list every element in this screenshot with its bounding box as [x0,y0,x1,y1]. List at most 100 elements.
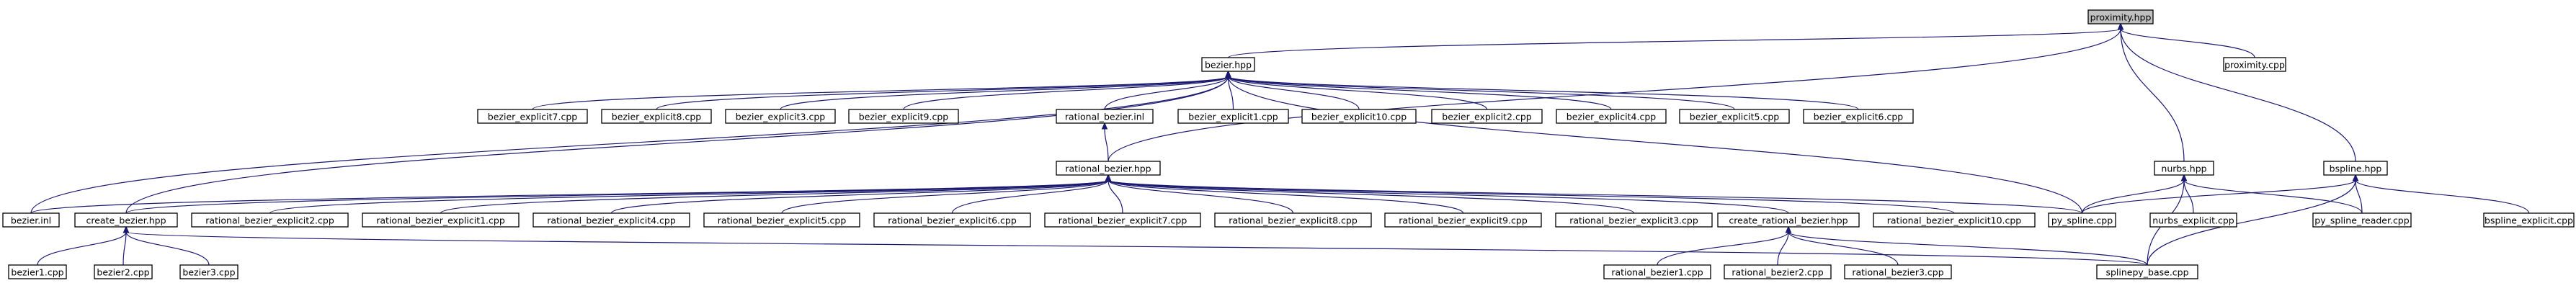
node-box [1873,212,2036,228]
node-rational-bezier-explicit8[interactable]: rational_bezier_explicit8.cpp [1214,212,1372,228]
node-box [725,109,836,124]
node-box [2312,212,2412,228]
node-box [1556,109,1667,124]
node-create-bezier-hpp[interactable]: create_bezier.hpp [74,212,178,228]
node-rational-bezier3-cpp[interactable]: rational_bezier3.cpp [1844,264,1952,279]
edge-create_rational_bezier_hpp-to-rational_bezier3_cpp [1785,225,1899,266]
node-rational-bezier-explicit5[interactable]: rational_bezier_explicit5.cpp [703,212,860,228]
node-box [1384,212,1542,228]
node-bezier-explicit6[interactable]: bezier_explicit6.cpp [1803,109,1914,124]
node-py-spline-cpp[interactable]: py_spline.cpp [2048,212,2116,228]
node-rational-bezier-explicit3[interactable]: rational_bezier_explicit3.cpp [1555,212,1713,228]
node-bezier-explicit4[interactable]: bezier_explicit4.cpp [1556,109,1667,124]
node-bspline-explicit-cpp[interactable]: bspline_explicit.cpp [2483,212,2575,228]
node-box [2483,212,2575,228]
node-box [1717,212,1860,228]
node-bezier-explicit5[interactable]: bezier_explicit5.cpp [1679,109,1790,124]
node-label: splinepy_base.cpp [2105,267,2188,278]
node-label: bezier_explicit3.cpp [736,112,825,122]
node-box [2096,264,2198,279]
node-create-rational-bezier-hpp[interactable]: create_rational_bezier.hpp [1717,212,1860,228]
edge-nurbs_hpp-to-py_spline_cpp [2081,174,2188,214]
edge-rational_bezier_inl-to-rational_bezier_hpp [1101,122,1109,162]
node-label: bezier_explicit4.cpp [1566,112,1656,122]
edge-bezier_hpp-to-bezier_explicit6 [1225,70,1859,110]
node-splinepy-base-cpp[interactable]: splinepy_base.cpp [2096,264,2198,279]
node-box [703,212,860,228]
edge-rational_bezier_hpp-to-rational_bezier_explicit5 [781,174,1112,214]
node-rational-bezier1-cpp[interactable]: rational_bezier1.cpp [1603,264,1711,279]
edge-create_bezier_hpp-to-bezier3_cpp [122,225,210,266]
edge-rational_bezier_hpp-to-rational_bezier_explicit1 [440,174,1112,214]
node-bspline-hpp[interactable]: bspline.hpp [2323,161,2388,176]
node-label: bezier_explicit10.cpp [1311,112,1407,122]
node-rational-bezier-explicit6[interactable]: rational_bezier_explicit6.cpp [873,212,1031,228]
node-label: bspline_explicit.cpp [2484,215,2573,226]
node-label: proximity.cpp [2224,60,2285,71]
node-label: rational_bezier3.cpp [1852,267,1943,278]
node-label: rational_bezier.hpp [1065,163,1151,174]
node-label: py_spline_reader.cpp [2314,215,2409,226]
node-proximity-hpp[interactable]: proximity.hpp [2087,9,2154,24]
node-rational-bezier-explicit4[interactable]: rational_bezier_explicit4.cpp [532,212,690,228]
node-bezier-explicit8[interactable]: bezier_explicit8.cpp [601,109,712,124]
edge-bspline_hpp-to-bspline_explicit_cpp [2352,174,2530,214]
edge-proximity_hpp-to-rational_bezier_hpp [1107,22,2124,162]
edge-nurbs_hpp-to-py_spline_reader_cpp [2180,174,2363,214]
node-box [848,109,959,124]
node-label: nurbs_explicit.cpp [2152,215,2234,226]
node-bezier-explicit3[interactable]: bezier_explicit3.cpp [725,109,836,124]
node-rational-bezier-inl[interactable]: rational_bezier.inl [1056,109,1154,124]
node-box [191,212,349,228]
node-label: bezier_explicit1.cpp [1188,112,1278,122]
edge-bezier_hpp-to-bezier_inl [30,70,1231,214]
node-bezier-explicit9[interactable]: bezier_explicit9.cpp [848,109,959,124]
node-box [601,109,712,124]
node-label: rational_bezier_explicit8.cpp [1229,215,1358,226]
node-nurbs-explicit-cpp[interactable]: nurbs_explicit.cpp [2149,212,2237,228]
node-label: rational_bezier_explicit9.cpp [1399,215,1528,226]
node-bezier-hpp[interactable]: bezier.hpp [1201,57,1255,72]
node-box [2323,161,2388,176]
node-box [2087,9,2154,24]
edge-bezier_hpp-to-rational_bezier_inl [1104,70,1231,110]
edges-layer [30,22,2530,266]
node-bezier-explicit2[interactable]: bezier_explicit2.cpp [1431,109,1543,124]
node-rational-bezier-hpp[interactable]: rational_bezier.hpp [1056,161,1161,176]
edge-bezier_hpp-to-bezier_explicit3 [780,70,1231,110]
node-bezier-inl[interactable]: bezier.inl [2,212,60,228]
node-proximity-cpp[interactable]: proximity.cpp [2223,57,2286,72]
node-rational-bezier-explicit1[interactable]: rational_bezier_explicit1.cpp [362,212,520,228]
edge-proximity_hpp-to-nurbs_hpp [2117,22,2185,162]
node-box [2223,57,2286,72]
node-label: rational_bezier_explicit7.cpp [1059,215,1187,226]
node-label: bezier3.cpp [182,267,235,278]
node-box [2154,161,2214,176]
node-box [1724,264,1832,279]
node-rational-bezier-explicit9[interactable]: rational_bezier_explicit9.cpp [1384,212,1542,228]
node-bezier-explicit10[interactable]: bezier_explicit10.cpp [1301,109,1417,124]
node-label: bezier.hpp [1205,60,1252,71]
node-bezier-explicit1[interactable]: bezier_explicit1.cpp [1177,109,1289,124]
node-box [1844,264,1952,279]
node-nurbs-hpp[interactable]: nurbs.hpp [2154,161,2214,176]
node-box [1177,109,1289,124]
node-box [179,264,239,279]
node-bezier3-cpp[interactable]: bezier3.cpp [179,264,239,279]
node-rational-bezier2-cpp[interactable]: rational_bezier2.cpp [1724,264,1832,279]
edge-bspline_hpp-to-py_spline_cpp [2081,174,2359,214]
node-bezier1-cpp[interactable]: bezier1.cpp [8,264,67,279]
node-box [362,212,520,228]
edge-create_bezier_hpp-to-splinepy_base_cpp [122,225,2148,266]
node-label: bezier_explicit5.cpp [1690,112,1779,122]
node-rational-bezier-explicit2[interactable]: rational_bezier_explicit2.cpp [191,212,349,228]
node-rational-bezier-explicit7[interactable]: rational_bezier_explicit7.cpp [1044,212,1201,228]
node-label: rational_bezier_explicit2.cpp [205,215,334,226]
node-bezier2-cpp[interactable]: bezier2.cpp [94,264,153,279]
edge-proximity_hpp-to-bezier_hpp [1227,22,2124,58]
node-rational-bezier-explicit10[interactable]: rational_bezier_explicit10.cpp [1873,212,2036,228]
node-bezier-explicit7[interactable]: bezier_explicit7.cpp [477,109,588,124]
node-py-spline-reader-cpp[interactable]: py_spline_reader.cpp [2312,212,2412,228]
node-label: bezier_explicit9.cpp [859,112,948,122]
node-box [74,212,178,228]
